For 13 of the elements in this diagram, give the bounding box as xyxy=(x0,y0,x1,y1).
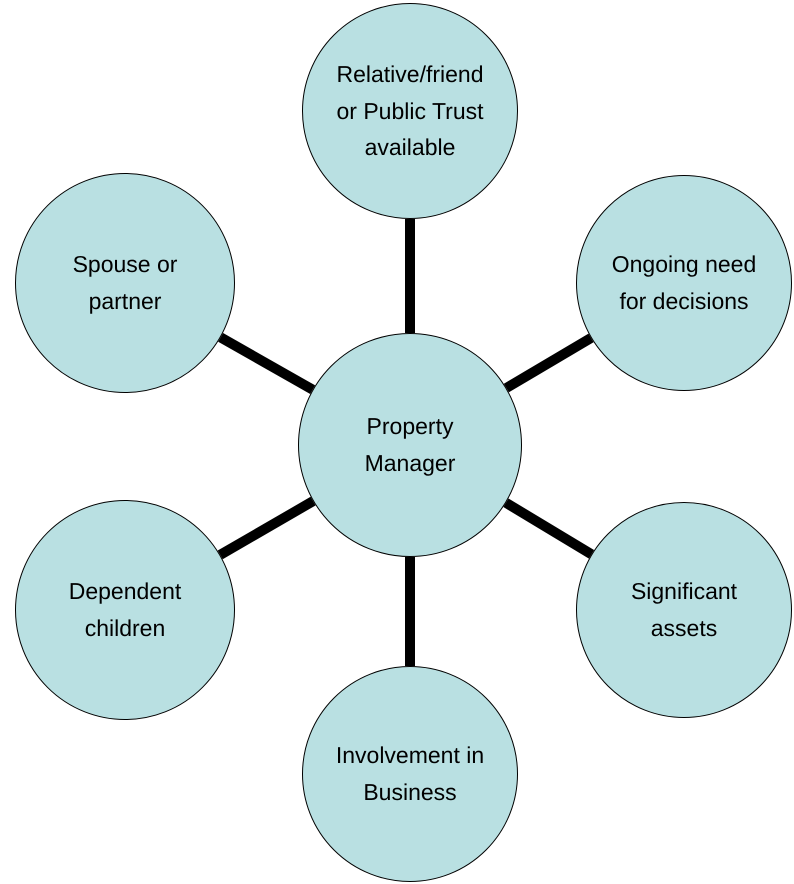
node-label: Ongoing need for decisions xyxy=(610,250,758,316)
node-label: Involvement in Business xyxy=(334,741,486,807)
node-label: Relative/friend or Public Trust available xyxy=(335,60,485,162)
node-label: Spouse or partner xyxy=(72,250,178,316)
connector-line xyxy=(504,334,594,392)
connector-line xyxy=(218,333,316,394)
connector-line xyxy=(503,498,594,559)
node-label: Property Manager xyxy=(364,412,456,478)
connector-line xyxy=(218,496,316,560)
connector-line xyxy=(405,557,415,666)
node-label: Dependent children xyxy=(68,577,182,643)
node-label: Significant assets xyxy=(630,577,738,643)
connector-line xyxy=(405,219,415,333)
